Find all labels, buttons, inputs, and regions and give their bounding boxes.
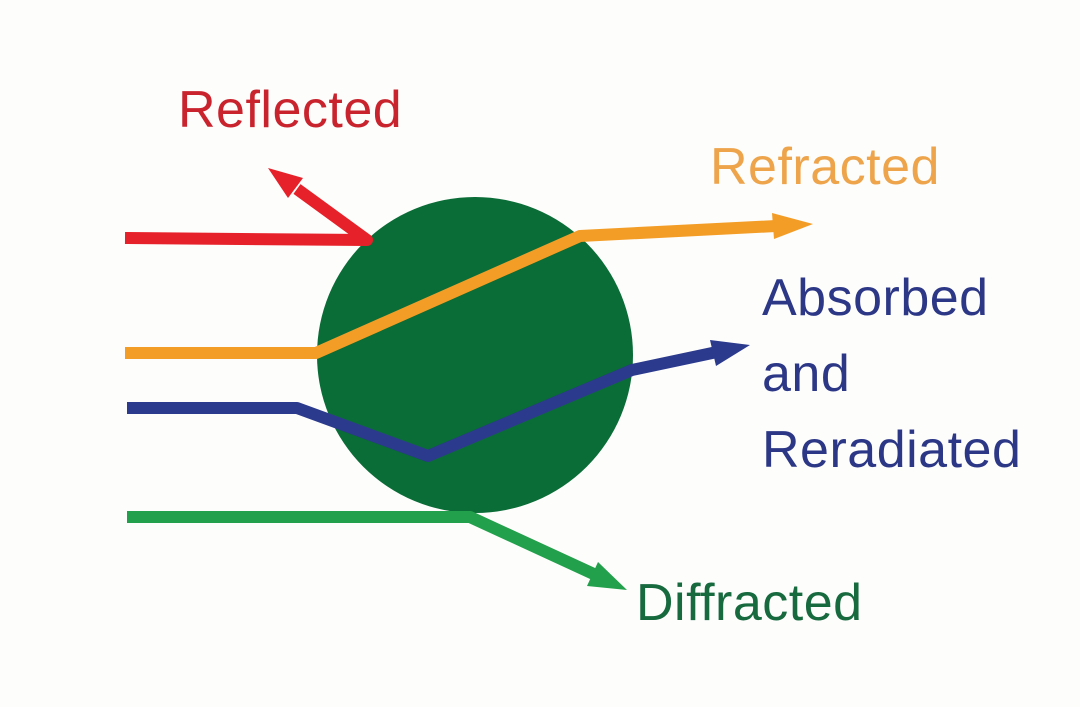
refracted-label: Refracted [710, 138, 940, 196]
absorbed-label-line-1: Absorbed [762, 269, 989, 327]
diffracted-label: Diffracted [636, 574, 863, 632]
reflected-label: Reflected [178, 81, 403, 139]
diffracted-ray [127, 511, 601, 582]
particle-sphere [317, 197, 633, 513]
absorbed-label-line-3: Reradiated [762, 421, 1022, 479]
refracted-ray [125, 220, 777, 359]
absorbed-label-line-2: and [762, 345, 851, 403]
diffracted-arrowhead-icon [587, 562, 627, 590]
reflected-arrowhead-icon [268, 168, 303, 198]
refracted-arrowhead-icon [772, 213, 813, 239]
absorbed-ray [127, 346, 719, 462]
absorbed-label: Absorbed and Reradiated [762, 260, 1021, 488]
reflected-ray [124, 184, 373, 246]
absorbed-arrowhead-icon [710, 340, 750, 366]
